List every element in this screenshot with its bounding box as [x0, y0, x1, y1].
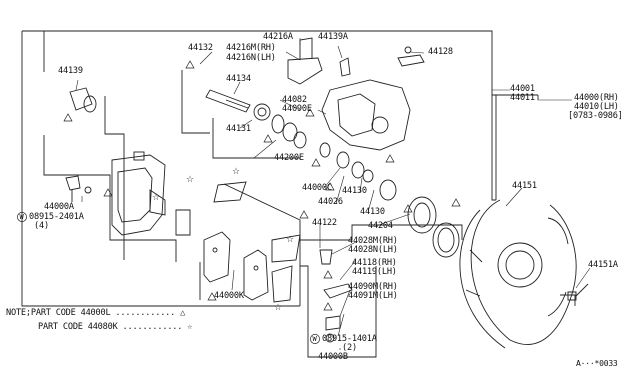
label-44010-lh: 44010(LH) [574, 102, 619, 112]
w-circle-markers [17, 212, 320, 344]
label-44000a: 44000A [44, 202, 74, 212]
svg-text:☆: ☆ [186, 175, 194, 185]
label-44090m: 44090M(RH) [348, 282, 398, 292]
w-marker-1: W [19, 212, 24, 221]
svg-text:☆: ☆ [286, 235, 294, 245]
label-44151a: 44151A [588, 260, 618, 270]
label-44204: 44204 [368, 221, 393, 231]
label-44000b: 44000B [318, 352, 348, 362]
label-44216n: 44216N(LH) [226, 53, 276, 63]
label-08915-1401a: 08915-1401A [322, 334, 377, 344]
svg-text:☆: ☆ [232, 167, 240, 177]
label-44151: 44151 [512, 181, 537, 191]
dust-shield [459, 199, 577, 349]
note-markers: ☆ ☆ ☆ ☆ ☆ [63, 60, 461, 313]
label-44000-rh: 44000(RH) [574, 93, 619, 103]
leader-lines [75, 38, 591, 350]
label-44000k: 44000K [214, 291, 244, 301]
label-44139a: 44139A [318, 32, 348, 42]
label-44200e: 44200E [274, 153, 304, 163]
label-44131: 44131 [226, 124, 251, 134]
label-44000c: 44000C [302, 183, 332, 193]
label-44134: 44134 [226, 74, 251, 84]
label-44130-a: 44130 [342, 186, 367, 196]
label-44026: 44026 [318, 197, 343, 207]
label-44090e: 44090E [282, 104, 312, 114]
w-marker-2: W [312, 334, 317, 343]
label-44216a: 44216A [263, 32, 293, 42]
note-part-code-44080k: PART CODE 44080K ............ ☆ [38, 322, 193, 332]
label-44216m: 44216M(RH) [226, 43, 276, 53]
label-44011: 44011 [510, 93, 535, 103]
label-44082: 44082 [282, 95, 307, 105]
label-44132: 44132 [188, 43, 213, 53]
label-44119: 44119(LH) [352, 267, 397, 277]
label-44128: 44128 [428, 47, 453, 57]
label-44028m: 44028M(RH) [348, 236, 398, 246]
label-date-range: [0783-0986] [568, 111, 623, 121]
frame-lines [21, 30, 539, 358]
fasteners [65, 175, 589, 343]
note-part-code-44000l: NOTE;PART CODE 44000L ............ △ [6, 308, 186, 318]
label-qty-2: (2) [342, 343, 357, 353]
bracket-parts [111, 151, 166, 236]
diagram-code: A···*0033 [576, 359, 618, 368]
label-44118: 44118(RH) [352, 258, 397, 268]
label-44001: 44001 [510, 84, 535, 94]
label-44130-b: 44130 [360, 207, 385, 217]
svg-text:☆: ☆ [152, 193, 160, 203]
caliper-body [287, 37, 425, 151]
label-44091m: 44091M(LH) [348, 291, 398, 301]
svg-text:☆: ☆ [274, 303, 282, 313]
piston-assembly [69, 87, 460, 258]
label-44028n: 44028N(LH) [348, 245, 398, 255]
label-qty-4: (4) [34, 221, 49, 231]
label-44122: 44122 [312, 218, 337, 228]
label-44139: 44139 [58, 66, 83, 76]
label-08915-2401a: 08915-2401A [29, 212, 84, 222]
brake-pads [175, 181, 301, 303]
